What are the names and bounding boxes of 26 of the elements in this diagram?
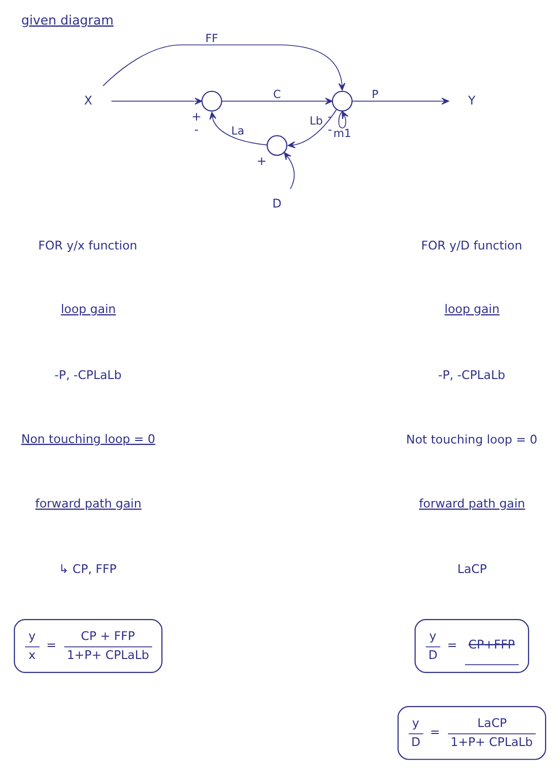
edge-label: P: [372, 88, 378, 102]
edge-label: La: [231, 124, 244, 138]
label: -P, -CPLaLb: [438, 368, 506, 382]
node-text: X: [84, 93, 92, 108]
label: Not touching loop = 0: [406, 432, 538, 447]
label: loop gain: [444, 302, 500, 316]
node-label: +: [256, 154, 267, 168]
label: FOR y/x function: [38, 238, 138, 252]
label: -P, -CPLaLb: [54, 368, 122, 382]
label: FOR y/D function: [421, 238, 522, 252]
edge-label: m1: [333, 126, 352, 140]
node-label: -: [328, 122, 332, 136]
label: LaCP: [457, 562, 487, 576]
label: Non touching loop = 0: [21, 432, 156, 446]
node-label: -: [194, 122, 199, 136]
node-label: +: [191, 110, 202, 124]
edge-label: Lb: [310, 114, 323, 128]
label: loop gain: [60, 302, 116, 316]
node-text: D: [272, 196, 282, 210]
diagram-title: given diagram: [21, 13, 114, 28]
label: forward path gain: [35, 496, 142, 511]
label: forward path gain: [418, 496, 526, 511]
node-text: Y: [468, 93, 476, 108]
label: ↳ CP, FFP: [58, 562, 117, 576]
edge-label: FF: [205, 32, 218, 45]
edge-label: C: [273, 88, 281, 102]
